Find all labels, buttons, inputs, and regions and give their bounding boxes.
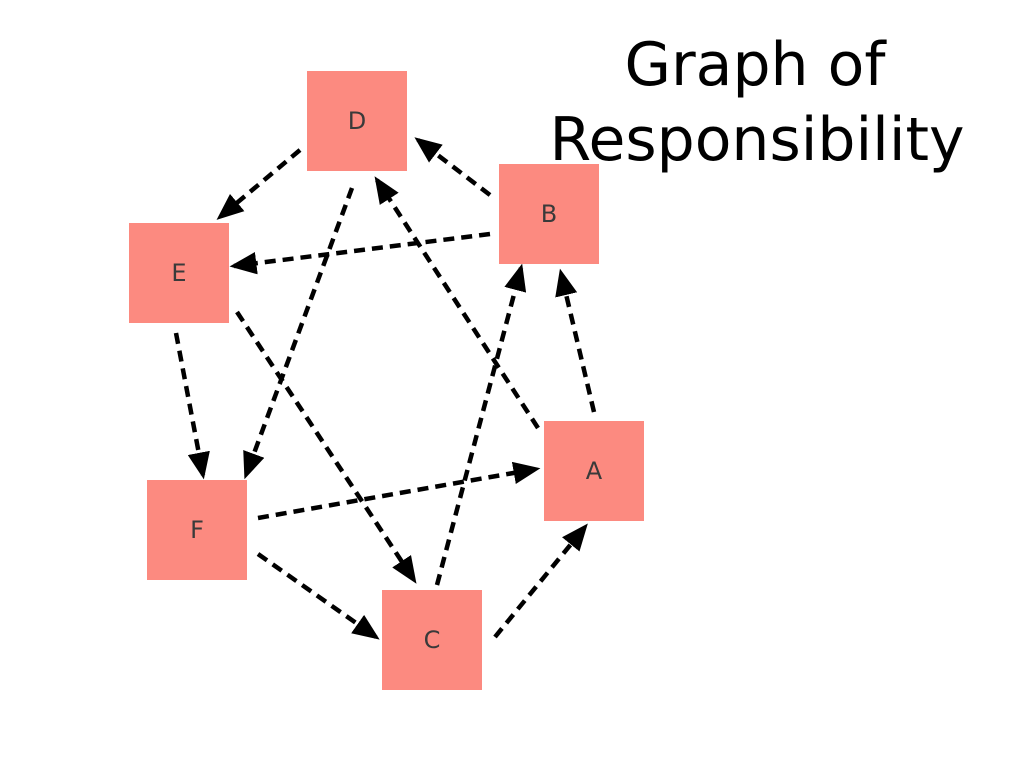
edges-layer <box>173 137 597 640</box>
node-label-e: E <box>171 259 186 287</box>
edge-b-to-e <box>229 231 491 275</box>
node-c: C <box>382 590 482 690</box>
edge-f-to-a <box>257 461 541 521</box>
edge-f-to-c <box>256 552 380 640</box>
edge-d-to-e <box>216 148 302 220</box>
node-e: E <box>129 223 229 323</box>
node-label-c: C <box>424 626 441 654</box>
edge-c-to-b <box>434 263 527 586</box>
edge-b-to-d <box>414 137 492 197</box>
node-box-a <box>544 421 644 521</box>
title-line-2: Responsibility <box>549 105 964 175</box>
node-label-f: F <box>190 516 204 544</box>
node-box-c <box>382 590 482 690</box>
node-b: B <box>499 164 599 264</box>
edge-c-to-a <box>493 523 588 639</box>
edge-a-to-b <box>555 268 597 413</box>
node-a: A <box>544 421 644 521</box>
edge-a-to-d <box>374 176 540 430</box>
node-d: D <box>307 71 407 171</box>
edge-d-to-f <box>243 187 355 480</box>
node-box-d <box>307 71 407 171</box>
node-box-f <box>147 480 247 580</box>
node-label-d: D <box>348 107 366 135</box>
edge-e-to-c <box>235 310 417 584</box>
title-line-1: Graph of <box>625 30 888 100</box>
edge-e-to-f <box>173 332 210 480</box>
node-label-b: B <box>541 200 557 228</box>
nodes-layer: D B E A F C <box>129 71 644 690</box>
node-label-a: A <box>586 457 603 485</box>
node-box-b <box>499 164 599 264</box>
node-f: F <box>147 480 247 580</box>
node-box-e <box>129 223 229 323</box>
